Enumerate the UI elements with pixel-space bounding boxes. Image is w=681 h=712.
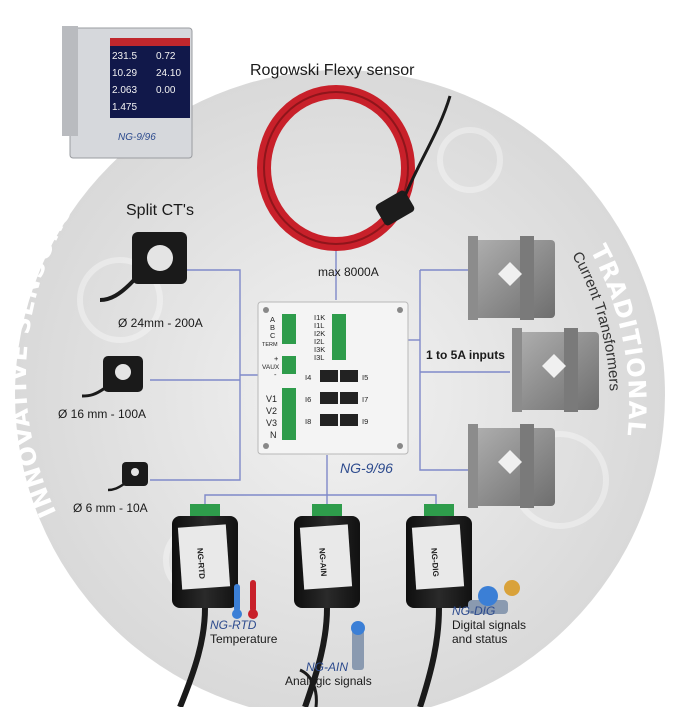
split-ct-24mm-icon [99, 232, 187, 302]
module-ng-dig: NG-DIG [406, 504, 472, 708]
terminal-label-i5: I5 [362, 373, 368, 382]
module-ain-box-text: NG-AIN [317, 548, 328, 577]
ng-display-device: 231.5 10.29 2.063 1.475 0.72 24.10 0.00 … [62, 26, 193, 159]
module-dig-box-text: NG-DIG [429, 548, 440, 577]
terminal-label-i2k: I2K [314, 329, 325, 338]
terminal-label-b: B [270, 323, 275, 332]
module-rtd-desc: Temperature [210, 632, 278, 646]
module-ain-desc: Analogic signals [285, 674, 372, 688]
terminal-label-vaux: VAUX [262, 364, 280, 371]
terminal-label-v2: V2 [266, 406, 277, 416]
module-dig-model: NG-DIG [452, 604, 496, 618]
terminal-label-i3k: I3K [314, 345, 325, 354]
terminal-label-i6: I6 [305, 395, 311, 404]
display-value-6: 24.10 [156, 68, 181, 79]
terminal-label-i7: I7 [362, 395, 368, 404]
display-value-4: 1.475 [112, 102, 137, 113]
terminal-label-v1: V1 [266, 394, 277, 404]
split-ct-6mm-icon [107, 462, 148, 492]
traditional-ct-bottom-icon [468, 424, 555, 508]
water-meter-icon [468, 580, 520, 614]
display-value-5: 0.72 [156, 51, 176, 62]
main-model-label: NG-9/96 [340, 460, 393, 476]
ng-terminal-panel: A B C TERM + VAUX - V1 V2 V3 N I1K I1L I… [257, 301, 409, 455]
terminal-label-i1l: I1L [314, 321, 324, 330]
module-ain-model: NG-AIN [306, 660, 348, 674]
terminal-label-i9: I9 [362, 417, 368, 426]
connector-lines [150, 250, 510, 515]
inputs-label: 1 to 5A inputs [426, 348, 505, 362]
display-value-2: 10.29 [112, 68, 137, 79]
split-ct-24mm-label: Ø 24mm - 200A [118, 316, 203, 330]
rogowski-max-label: max 8000A [318, 265, 379, 279]
split-cts-title: Split CT's [126, 202, 194, 219]
rogowski-title: Rogowski Flexy sensor [250, 62, 415, 79]
split-ct-6mm-label: Ø 6 mm - 10A [73, 501, 148, 515]
terminal-label-a: A [270, 315, 275, 324]
thermometer-icon [232, 580, 258, 619]
terminal-label-i8: I8 [305, 417, 311, 426]
traditional-ct-middle-icon [512, 328, 599, 412]
terminal-label-minus: - [274, 370, 277, 379]
split-ct-16mm-label: Ø 16 mm - 100A [58, 407, 147, 421]
terminal-label-i2l: I2L [314, 337, 324, 346]
display-model-label: NG-9/96 [118, 132, 156, 143]
terminal-label-term: TERM [262, 342, 278, 348]
flow-meter-icon [351, 621, 365, 670]
traditional-ct-top-icon [468, 236, 555, 320]
display-value-7: 0.00 [156, 85, 176, 96]
module-rtd-box-text: NG-RTD [195, 548, 206, 580]
display-value-1: 231.5 [112, 51, 137, 62]
module-ng-ain: NG-AIN [294, 504, 360, 708]
module-ng-rtd: NG-RTD [172, 504, 238, 709]
module-dig-desc: Digital signals and status [452, 618, 527, 646]
terminal-label-n: N [270, 430, 277, 440]
split-ct-16mm-icon [81, 356, 143, 398]
terminal-label-c: C [270, 331, 276, 340]
terminal-label-plus: + [274, 354, 279, 363]
display-value-3: 2.063 [112, 85, 137, 96]
terminal-label-i1k: I1K [314, 313, 325, 322]
terminal-label-v3: V3 [266, 418, 277, 428]
terminal-label-i4: I4 [305, 373, 311, 382]
module-rtd-model: NG-RTD [210, 618, 257, 632]
rogowski-sensor-icon [257, 85, 452, 251]
terminal-label-i3l: I3L [314, 353, 324, 362]
